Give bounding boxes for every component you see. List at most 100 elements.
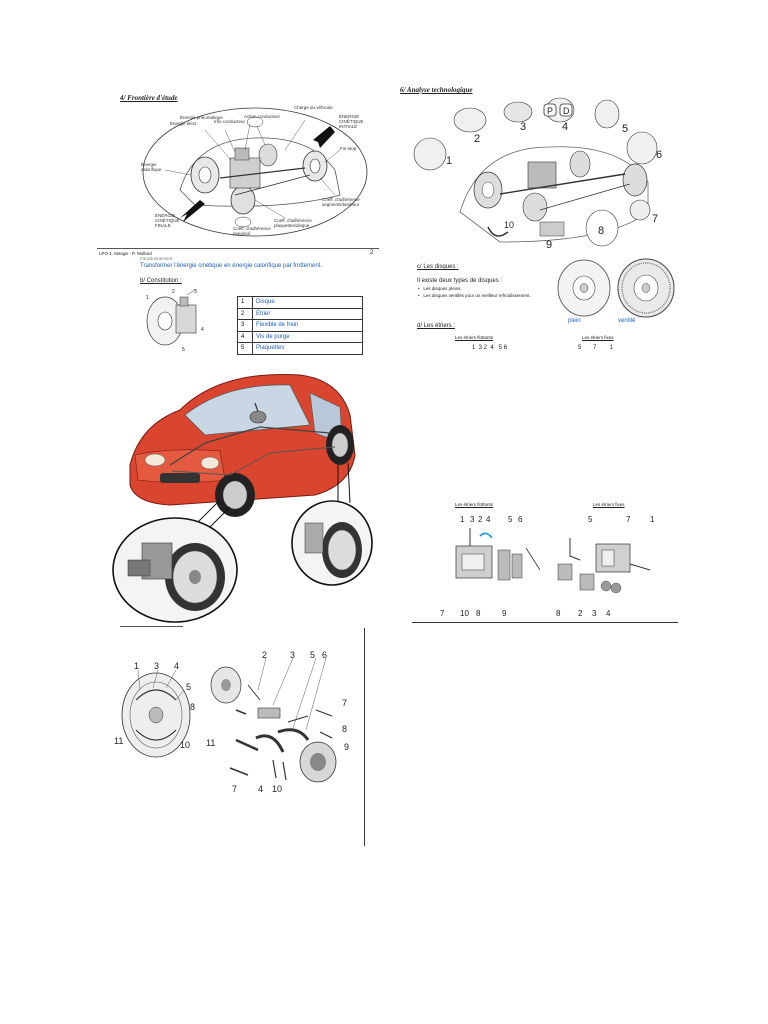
tech-num-6: 6 [656,149,662,161]
label-action-conducteur: Action conducteur [244,114,281,119]
tech-num-4: 4 [562,121,568,133]
calipers-fixes-label: Les étriers fixes [593,502,625,507]
function-text: Transformer l'énergie cinétique en énerg… [140,263,323,269]
tech-num-1: 1 [446,155,452,167]
cal-num-8: 8 [476,609,481,618]
svg-text:3: 3 [194,289,197,295]
caption-plein: plein [568,318,581,324]
tech-num-5: 5 [622,123,628,135]
etriers-flottants-label: Les étriers flottants [455,335,494,340]
svg-text:1: 1 [146,295,149,301]
drum-num-3: 3 [154,661,159,671]
cal-fix-num-3: 3 [592,609,597,618]
cal-fix-num-8: 8 [556,609,561,618]
cal-num-5: 5 [508,515,513,524]
label-coeff-segments: Coeff. d'adhérence segments/tambour [322,197,360,207]
label-energie-elect: Énergie élect. [170,121,198,126]
etriers-fixes-label: Les étriers fixes [582,335,614,340]
drum-num-9: 9 [344,742,349,752]
etriers-fixes-numbers: 5 7 1 [578,345,614,351]
frontiere-diagram [142,107,368,237]
disques-intro: Il existe deux types de disques : [417,278,503,284]
drum-num-1: 1 [134,661,139,671]
drum-num-2: 2 [262,650,267,660]
cal-fix-num-7: 7 [626,515,631,524]
page-header-hidden-line: Fonctionnement [140,256,173,261]
cal-num-2: 2 [478,515,483,524]
drum-num-10: 10 [180,740,190,750]
svg-text:4: 4 [201,327,204,333]
disques-item-1: • Les disques pleins. [418,286,462,291]
drum-num-10b: 10 [272,784,282,794]
etriers-heading: d/ Les étriers : [417,323,456,329]
label-coeff-pneu: Coeff. d'adhérence pneu/sol [233,226,271,236]
drum-num-6: 6 [322,650,327,660]
label-charge-vehicule: Charge du véhicule [294,105,333,110]
page-header-line [97,248,379,249]
cal-num-10: 10 [460,609,469,618]
cal-num-9: 9 [502,609,507,618]
cal-num-1: 1 [460,515,465,524]
car-section-rule [120,626,183,627]
label-energie-calorifique: Énergie calorifique [141,162,162,172]
cal-num-4: 4 [486,515,491,524]
cal-num-3: 3 [470,515,475,524]
cal-fix-num-1: 1 [650,515,655,524]
drum-num-4: 4 [174,661,179,671]
cal-num-6: 6 [518,515,523,524]
drum-num-5: 5 [186,682,191,692]
calipers-flottants-label: Les étriers flottants [455,502,494,507]
car-illustration [112,373,373,623]
drum-brake-diagram: 1 3 4 5 8 10 11 2 3 5 6 7 8 9 11 7 4 10 [114,650,349,794]
tech-num-10: 10 [504,220,514,230]
brake-system-diagram: P D 1 2 3 4 5 6 7 8 9 10 [413,97,662,251]
drum-num-7b: 7 [232,784,237,794]
drum-num-3b: 3 [290,650,295,660]
caption-ventile: ventilé [618,318,636,324]
drum-num-11: 11 [114,736,123,746]
svg-text:2: 2 [172,289,175,295]
disques-images [557,258,675,318]
svg-text:5: 5 [182,347,185,353]
drum-num-4b: 4 [258,784,263,794]
tech-num-3: 3 [520,121,526,133]
calipers-bottom-rule [412,622,678,623]
label-energie-pneumatique: Énergie pneumatique [180,115,223,120]
drum-num-11b: 11 [206,738,215,748]
label-fin-stop: Fin-stop [340,146,357,151]
tech-num-9: 9 [546,239,552,251]
badge-p: P [547,106,553,116]
tech-num-2: 2 [474,133,480,145]
constitution-sketch: 1 2 3 4 5 [146,288,204,353]
label-energie-cinetique-finale: ÉNERGIE CINÉTIQUE FINALE [155,213,180,228]
disques-item-2: • Les disques ventilés pour un meilleur … [418,293,531,298]
page-number: 2 [370,250,374,256]
tech-num-8: 8 [598,225,604,237]
constitution-title: b/ Constitution : [140,278,182,284]
drum-num-8: 8 [190,702,195,712]
cal-fix-num-2: 2 [578,609,583,618]
cal-num-7: 7 [440,609,445,618]
disques-heading: c/ Les disques : [417,264,459,270]
tech-num-7: 7 [652,213,658,225]
etriers-flottants-numbers: 1 3 2 4 5 6 [472,345,508,351]
label-coeff-plaquettes: Coeff. d'adhérence plaquettes/disque [274,218,312,228]
drum-num-7: 7 [342,698,347,708]
drum-num-5b: 5 [310,650,315,660]
cal-fix-num-5: 5 [588,515,593,524]
label-energie-cinetique-initiale: ÉNERGIE CINÉTIQUE INITIALE [339,114,364,129]
calipers-diagram: 1 3 2 4 5 6 7 10 8 9 5 7 1 8 2 3 4 [440,515,655,618]
analyse-title: 6/ Analyse technologique [400,86,473,94]
drum-side-rule [364,628,365,846]
frontiere-title: 4/ Frontière d'étude [120,94,178,102]
page-header-left: LPO 1. Mange - P. Mollard [99,251,152,256]
drum-num-8b: 8 [342,724,347,734]
cal-fix-num-4: 4 [606,609,611,618]
badge-d: D [563,106,570,116]
